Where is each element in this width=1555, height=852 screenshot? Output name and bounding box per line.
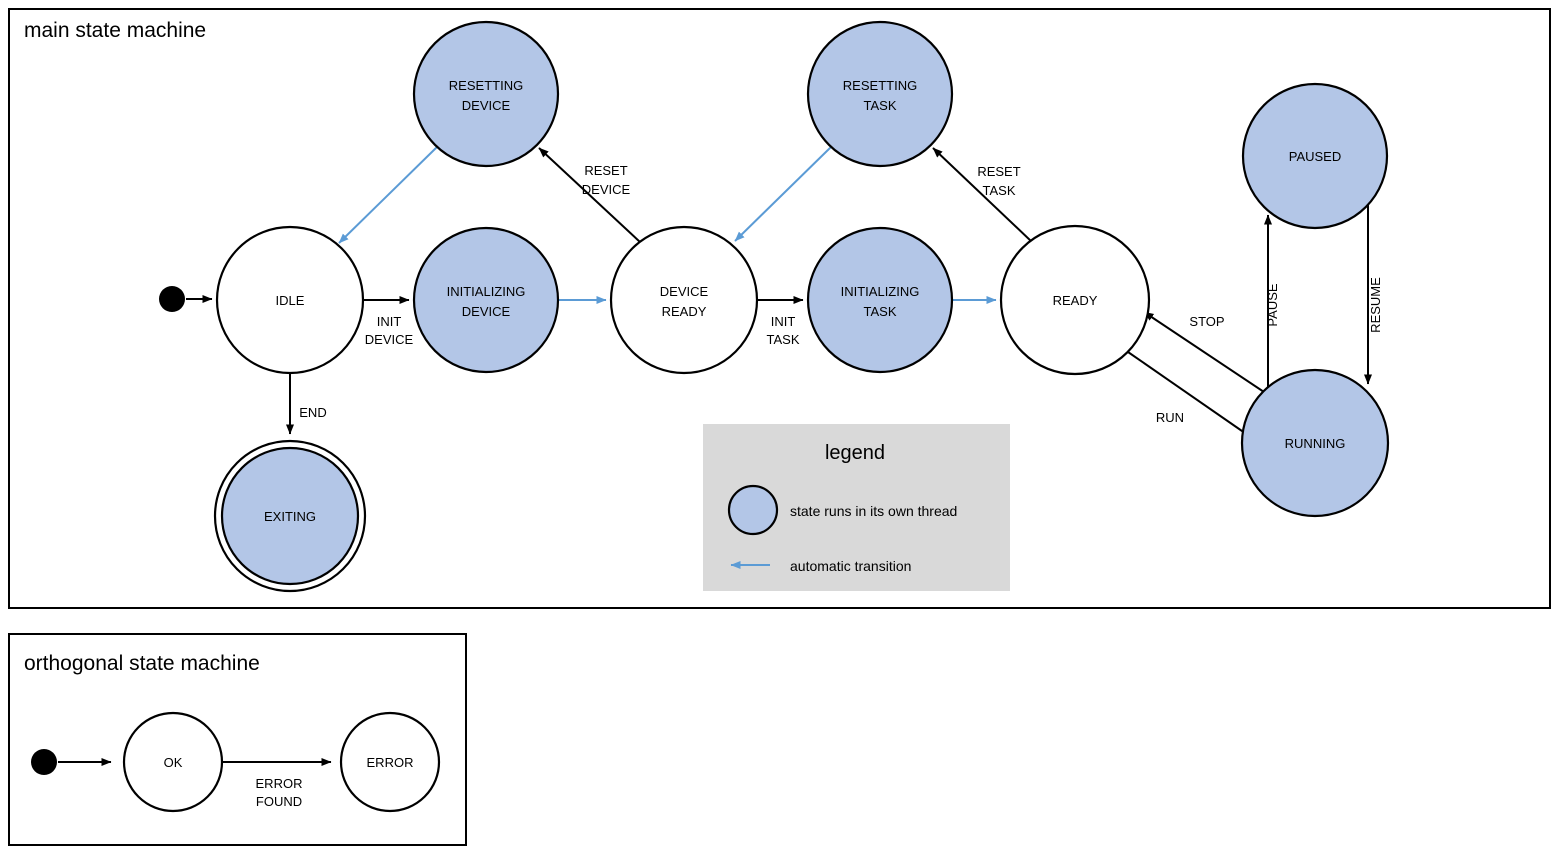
- transition-label-init-task-1: INIT: [771, 314, 796, 329]
- legend-title: legend: [825, 442, 885, 464]
- transition-label-pause: PAUSE: [1265, 283, 1280, 326]
- orthogonal-state-ok-label: OK: [164, 755, 183, 770]
- legend-thread-swatch-icon: [727, 484, 779, 536]
- transition-label-init-device-2: DEVICE: [365, 332, 414, 347]
- transition-label-stop: STOP: [1189, 314, 1224, 329]
- state-exiting-inner-ring: [220, 446, 360, 586]
- transition-running-to-paused: PAUSE: [1264, 214, 1280, 400]
- orthogonal-state-error-label: ERROR: [367, 755, 414, 770]
- orthogonal-state-ok[interactable]: OK: [122, 711, 224, 813]
- state-resetting-task-label-1: RESETTING: [843, 78, 917, 93]
- state-initializing-task-label-1: INITIALIZING: [841, 284, 920, 299]
- transition-label-resume: RESUME: [1368, 277, 1383, 333]
- state-ready-label: READY: [1053, 293, 1098, 308]
- transition-ready-to-resetting-task: RESET TASK: [932, 147, 1033, 243]
- state-initializing-device-label-1: INITIALIZING: [447, 284, 526, 299]
- transition-label-reset-task-1: RESET: [977, 164, 1020, 179]
- transition-label-run: RUN: [1156, 410, 1184, 425]
- state-initializing-device[interactable]: INITIALIZING DEVICE: [412, 226, 560, 374]
- transition-label-reset-device-1: RESET: [584, 163, 627, 178]
- transition-label-reset-task-2: TASK: [983, 183, 1016, 198]
- legend-thread-label: state runs in its own thread: [790, 503, 957, 519]
- state-exiting-label: EXITING: [264, 509, 316, 524]
- state-device-ready-label-2: READY: [662, 304, 707, 319]
- state-initializing-task[interactable]: INITIALIZING TASK: [806, 226, 954, 374]
- transition-label-end: END: [299, 405, 326, 420]
- transition-label-init-task-2: TASK: [767, 332, 800, 347]
- transition-device-ready-to-initializing-task: INIT TASK: [757, 296, 804, 347]
- state-paused-label: PAUSED: [1289, 149, 1342, 164]
- transition-resetting-task-to-device-ready: [734, 146, 832, 242]
- state-exiting[interactable]: EXITING: [213, 439, 367, 593]
- main-state-machine-title: main state machine: [24, 19, 206, 42]
- transition-resetting-device-to-idle: [338, 146, 438, 244]
- transition-label-init-device-1: INIT: [377, 314, 402, 329]
- transition-label-reset-device-2: DEVICE: [582, 182, 631, 197]
- state-ready[interactable]: READY: [999, 224, 1151, 376]
- transition-paused-to-running: RESUME: [1364, 200, 1383, 385]
- legend: legend state runs in its own thread auto…: [703, 424, 1010, 591]
- state-device-ready-label-1: DEVICE: [660, 284, 709, 299]
- orthogonal-transition-label-error-found-1: ERROR: [256, 776, 303, 791]
- state-initializing-device-label-2: DEVICE: [462, 304, 511, 319]
- state-idle[interactable]: IDLE: [215, 225, 365, 375]
- transition-idle-to-exiting: END: [286, 373, 327, 435]
- transition-device-ready-to-resetting-device: RESET DEVICE: [538, 147, 641, 243]
- state-resetting-device-label-1: RESETTING: [449, 78, 523, 93]
- state-running-label: RUNNING: [1285, 436, 1346, 451]
- orthogonal-transition-label-error-found-2: FOUND: [256, 794, 302, 809]
- state-running[interactable]: RUNNING: [1240, 368, 1390, 518]
- transition-ready-to-running: RUN: [1127, 351, 1256, 441]
- legend-auto-label: automatic transition: [790, 558, 911, 574]
- state-paused[interactable]: PAUSED: [1241, 82, 1389, 230]
- state-idle-label: IDLE: [276, 293, 305, 308]
- state-device-ready[interactable]: DEVICE READY: [609, 225, 759, 375]
- state-resetting-device[interactable]: RESETTING DEVICE: [412, 20, 560, 168]
- state-resetting-task-label-2: TASK: [864, 98, 897, 113]
- orthogonal-transition-ok-to-error: ERROR FOUND: [222, 758, 332, 809]
- transition-idle-to-initializing-device: INIT DEVICE: [363, 296, 414, 347]
- initial-state-marker: [159, 286, 185, 312]
- orthogonal-initial-state-marker: [31, 749, 57, 775]
- orthogonal-state-error[interactable]: ERROR: [339, 711, 441, 813]
- state-resetting-device-label-2: DEVICE: [462, 98, 511, 113]
- state-initializing-task-label-2: TASK: [864, 304, 897, 319]
- state-resetting-task[interactable]: RESETTING TASK: [806, 20, 954, 168]
- transition-running-to-ready: STOP: [1143, 311, 1265, 393]
- orthogonal-state-machine-title: orthogonal state machine: [24, 652, 260, 675]
